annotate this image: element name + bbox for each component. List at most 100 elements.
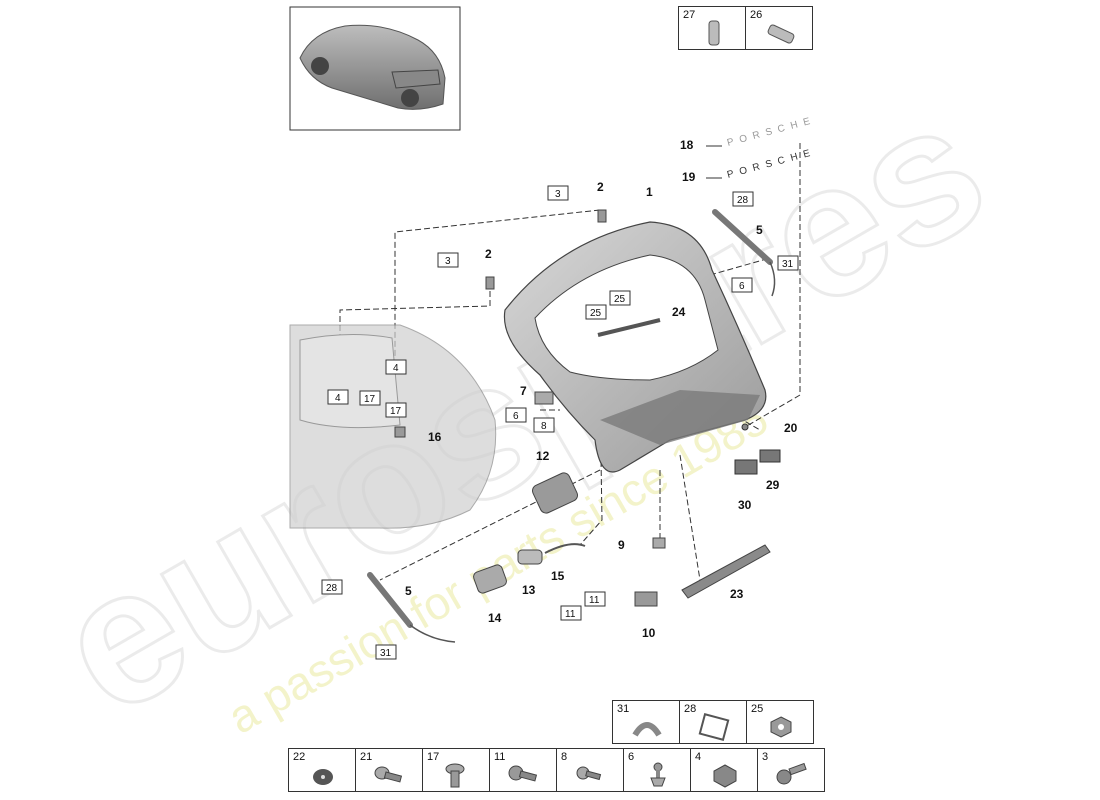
legend-number: 3 — [762, 751, 769, 763]
legend-cell-11: 11 — [489, 748, 557, 792]
svg-text:6: 6 — [513, 411, 519, 422]
part-lock-motor — [532, 472, 578, 514]
bolt-icon — [576, 766, 602, 781]
legend-number: 22 — [293, 751, 306, 763]
part-16 — [394, 426, 406, 438]
legend-number: 4 — [695, 751, 702, 763]
spring-clip-icon — [698, 713, 730, 741]
callout-9: 9 — [618, 538, 625, 552]
callout-7: 7 — [520, 384, 527, 398]
gas-struts — [367, 209, 776, 643]
legend-number: 26 — [750, 9, 763, 21]
legend-cell-27: 27 — [678, 6, 746, 50]
boxref-3-upper: 3 — [547, 185, 569, 201]
svg-text:8: 8 — [541, 421, 547, 432]
legend-cell-21: 21 — [355, 748, 423, 792]
boxref-25-lower: 25 — [585, 304, 607, 320]
callout-29: 29 — [766, 478, 780, 492]
boxref-31-upper: 31 — [777, 255, 799, 271]
strut-right — [712, 209, 773, 265]
callout-14: 14 — [488, 611, 502, 625]
boxref-4-right: 4 — [385, 359, 407, 375]
strut-left — [367, 572, 413, 628]
svg-text:25: 25 — [614, 294, 626, 305]
svg-text:3: 3 — [445, 256, 451, 267]
legend-cell-8: 8 — [556, 748, 624, 792]
boxref-11-upper: 11 — [584, 591, 606, 607]
small-parts — [394, 209, 781, 607]
legend-number: 8 — [561, 751, 568, 763]
svg-text:11: 11 — [565, 609, 576, 620]
hex-nut-icon — [713, 764, 737, 788]
part-switch-29 — [759, 449, 781, 463]
bushing-icon — [767, 24, 795, 44]
callout-12: 12 — [536, 449, 550, 463]
boxref-25-upper: 25 — [609, 290, 631, 306]
callout-16: 16 — [428, 430, 442, 444]
expansion-rivet-icon — [445, 763, 465, 788]
callout-20: 20 — [784, 421, 798, 435]
sleeve-icon — [708, 20, 720, 46]
callout-5-lower: 5 — [405, 584, 412, 598]
part-cable-15 — [544, 543, 586, 554]
callout-2-lower: 2 — [485, 247, 492, 261]
part-9 — [652, 537, 666, 549]
boxref-17-upper: 17 — [359, 390, 381, 406]
screw-icon — [374, 766, 403, 783]
boxref-6-left: 6 — [505, 407, 527, 423]
callout-18: 18 — [680, 138, 694, 152]
callout-23: 23 — [730, 587, 744, 601]
boxref-28-upper: 28 — [732, 191, 754, 207]
cable-clip-icon — [632, 722, 662, 737]
nut-icon — [770, 716, 792, 738]
part-trim-23 — [681, 544, 771, 599]
legend-row-1: 31 28 25 — [612, 700, 814, 744]
svg-text:3: 3 — [555, 189, 561, 200]
legend-number: 21 — [360, 751, 373, 763]
vehicle-thumbnail — [289, 6, 461, 131]
part-camera — [473, 564, 507, 594]
legend-number: 31 — [617, 703, 630, 715]
part-seal-13 — [517, 549, 543, 565]
legend-cell-26: 26 — [745, 6, 813, 50]
svg-text:28: 28 — [737, 195, 749, 206]
torx-screw-icon — [776, 762, 807, 785]
legend-cell-6: 6 — [623, 748, 691, 792]
tailgate — [503, 221, 767, 473]
ball-stud-icon — [650, 762, 666, 787]
boxref-8: 8 — [533, 417, 555, 433]
callout-1: 1 — [646, 185, 653, 199]
legend-number: 27 — [683, 9, 696, 21]
legend-number: 6 — [628, 751, 635, 763]
boxref-6-right: 6 — [731, 277, 753, 293]
boxed-refs: 3 3 4 4 6 6 8 11 11 17 17 25 25 28 28 — [321, 185, 799, 660]
boxref-31-lower: 31 — [375, 644, 397, 660]
part-clip-2a — [597, 209, 607, 223]
legend-number: 11 — [494, 751, 506, 763]
callout-10: 10 — [642, 626, 656, 640]
legend-top: 27 26 — [678, 6, 813, 50]
callout-24: 24 — [672, 305, 686, 319]
part-clip-2b — [485, 276, 495, 290]
legend-cell-22: 22 — [288, 748, 356, 792]
svg-text:17: 17 — [390, 406, 402, 417]
boxref-17-lower: 17 — [385, 402, 407, 418]
svg-text:6: 6 — [739, 281, 745, 292]
part-lock-10 — [634, 591, 658, 607]
flange-screw-icon — [508, 765, 538, 782]
legend-number: 17 — [427, 751, 440, 763]
legend-number: 28 — [684, 703, 697, 715]
legend-cell-25: 25 — [746, 700, 814, 744]
callout-19: 19 — [682, 170, 696, 184]
part-bracket-7 — [534, 391, 554, 405]
callouts: 1 2 2 5 5 7 9 10 12 13 14 15 16 18 19 20… — [405, 138, 798, 640]
callout-13: 13 — [522, 583, 536, 597]
boxref-11-lower: 11 — [560, 605, 582, 621]
callout-2-upper: 2 — [597, 180, 604, 194]
legend-number: 25 — [751, 703, 764, 715]
callout-15: 15 — [551, 569, 565, 583]
svg-text:17: 17 — [364, 394, 376, 405]
svg-text:28: 28 — [326, 583, 338, 594]
svg-text:11: 11 — [589, 595, 600, 606]
